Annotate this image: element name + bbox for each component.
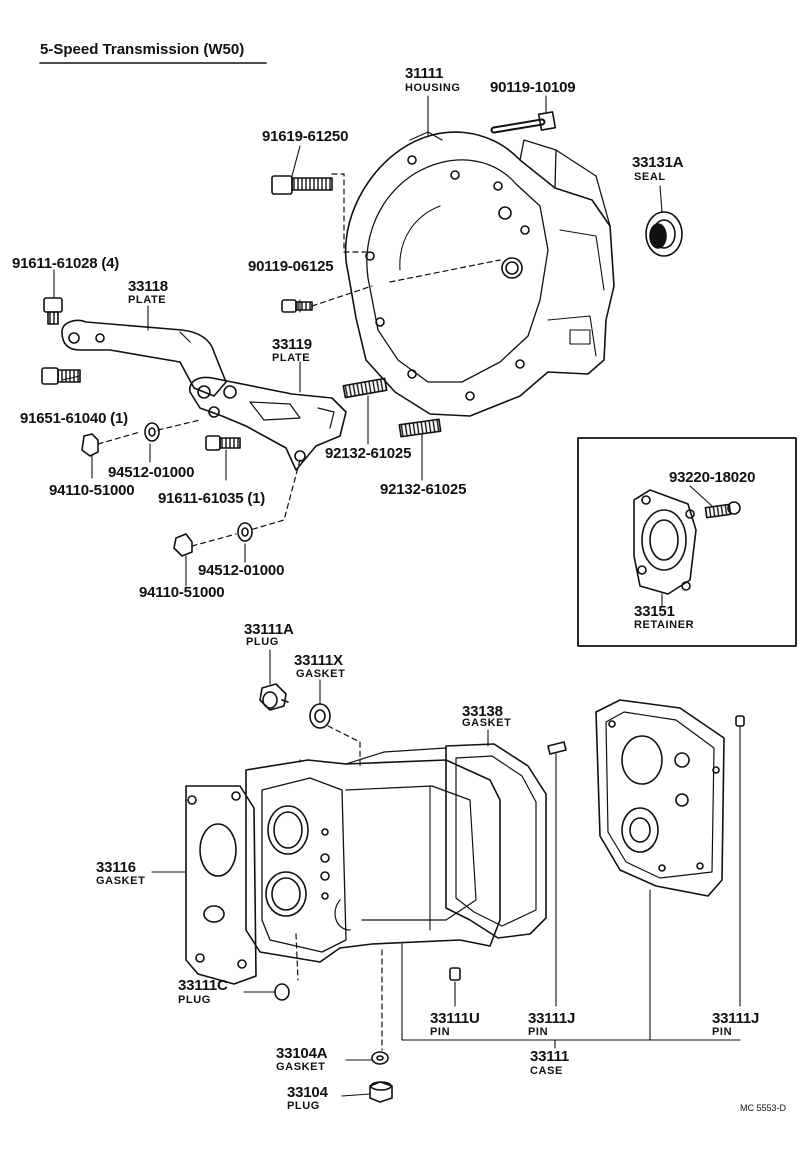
part-number-90119-06125: 90119-06125 — [248, 258, 334, 275]
part-number-plug-33111C: 33111C — [178, 977, 228, 994]
leader-lines — [53, 95, 713, 873]
part-number-retainer: 33151 — [634, 603, 675, 620]
gasket-33116-drawing — [185, 785, 257, 985]
part-number-plug-33104: 33104 — [287, 1084, 328, 1101]
part-number-pin-33111J-b: 33111J — [712, 1010, 760, 1027]
part-number-90119-10109: 90119-10109 — [490, 79, 576, 96]
part-number-housing: 31111 — [405, 65, 444, 82]
part-number-plug-33111A: 33111A — [244, 621, 294, 638]
part-number-94512-01000-b: 94512-01000 — [198, 562, 285, 579]
part-number-plate-33119: 33119 — [272, 336, 312, 353]
part-name-pin-33111J-a: PIN — [528, 1026, 549, 1038]
bolt-91611-61035-drawing — [205, 435, 301, 531]
bolt-91611-61028-drawing — [43, 297, 63, 325]
part-name-gasket-33138: GASKET — [462, 717, 512, 729]
part-name-plug-33104: PLUG — [287, 1100, 320, 1112]
part-name-housing: HOUSING — [405, 82, 461, 94]
bolt-90119-06125-drawing — [281, 259, 501, 313]
plate-33118-drawing — [61, 319, 227, 397]
part-number-91651-61040: 91651-61040 (1) — [20, 410, 128, 427]
plug-33104-drawing — [341, 1081, 393, 1103]
part-number-gasket-33111X: 33111X — [294, 652, 343, 669]
plug-33111A-drawing — [259, 683, 289, 711]
bolt-93220-18020-drawing — [704, 501, 741, 519]
part-name-gasket-33104A: GASKET — [276, 1061, 326, 1073]
part-number-pin-33111J-a: 33111J — [528, 1010, 576, 1027]
part-name-plug-33111C: PLUG — [178, 994, 211, 1006]
stud-92132-61025-a-drawing — [342, 377, 388, 445]
part-number-gasket-33104A: 33104A — [276, 1045, 328, 1062]
pin-33111U-drawing — [449, 967, 461, 1007]
gasket-33138-drawing — [445, 743, 547, 939]
bolt-90119-10109-drawing — [490, 111, 557, 134]
part-number-93220-18020: 93220-18020 — [669, 469, 756, 486]
housing-drawing — [344, 131, 615, 417]
part-name-gasket-33111X: GASKET — [296, 668, 346, 680]
part-number-gasket-33138: 33138 — [462, 703, 503, 720]
part-name-pin-33111U: PIN — [430, 1026, 451, 1038]
part-number-94512-01000-a: 94512-01000 — [108, 464, 195, 481]
part-number-case: 33111 — [530, 1048, 570, 1065]
plug-33111C-drawing — [243, 933, 299, 1001]
retainer-detail-box — [577, 437, 797, 647]
part-name-pin-33111J-b: PIN — [712, 1026, 733, 1038]
part-number-gasket-33116: 33116 — [96, 859, 136, 876]
retainer-33151-drawing — [633, 489, 697, 595]
case-bracket-lines — [401, 889, 741, 1049]
case-drawing — [245, 747, 501, 963]
gasket-33111X-drawing — [309, 703, 361, 769]
part-number-94110-51000-a: 94110-51000 — [49, 482, 135, 499]
part-number-pin-33111U: 33111U — [430, 1010, 480, 1027]
part-name-retainer: RETAINER — [634, 619, 695, 631]
pin-33111J-a-drawing — [547, 741, 567, 1007]
part-name-gasket-33116: GASKET — [96, 875, 146, 887]
bolt-91619-61250-drawing — [271, 173, 367, 253]
part-number-94110-51000-b: 94110-51000 — [139, 584, 225, 601]
part-number-seal: 33131A — [632, 154, 684, 171]
part-name-case: CASE — [530, 1065, 563, 1077]
nut-washer-set-a-drawing — [81, 419, 201, 457]
pin-33111J-b-drawing — [735, 715, 745, 1007]
page-title: 5-Speed Transmission (W50) — [40, 41, 245, 58]
part-name-plate-33118: PLATE — [128, 294, 167, 306]
gasket-33104A-drawing — [345, 949, 389, 1065]
part-name-plate-33119: PLATE — [272, 352, 311, 364]
part-name-seal: SEAL — [634, 171, 666, 183]
part-number-91611-61035: 91611-61035 (1) — [158, 490, 266, 507]
stud-92132-61025-b-drawing — [398, 418, 442, 481]
plate-33119-drawing — [189, 376, 347, 471]
part-name-plug-33111A: PLUG — [246, 636, 279, 648]
nut-washer-set-b-drawing — [173, 522, 253, 557]
part-number-92132-61025-a: 92132-61025 — [325, 445, 412, 462]
part-number-91611-61028: 91611-61028 (4) — [12, 255, 120, 272]
part-number-plate-33118: 33118 — [128, 278, 168, 295]
part-number-91619-61250: 91619-61250 — [262, 128, 349, 145]
bolt-91651-61040-drawing — [41, 367, 81, 385]
figure-code: MC 5553-D — [740, 1103, 787, 1113]
seal-33131A-drawing — [645, 211, 683, 257]
rear-plate-drawing — [595, 699, 725, 897]
part-number-92132-61025-b: 92132-61025 — [380, 481, 467, 498]
